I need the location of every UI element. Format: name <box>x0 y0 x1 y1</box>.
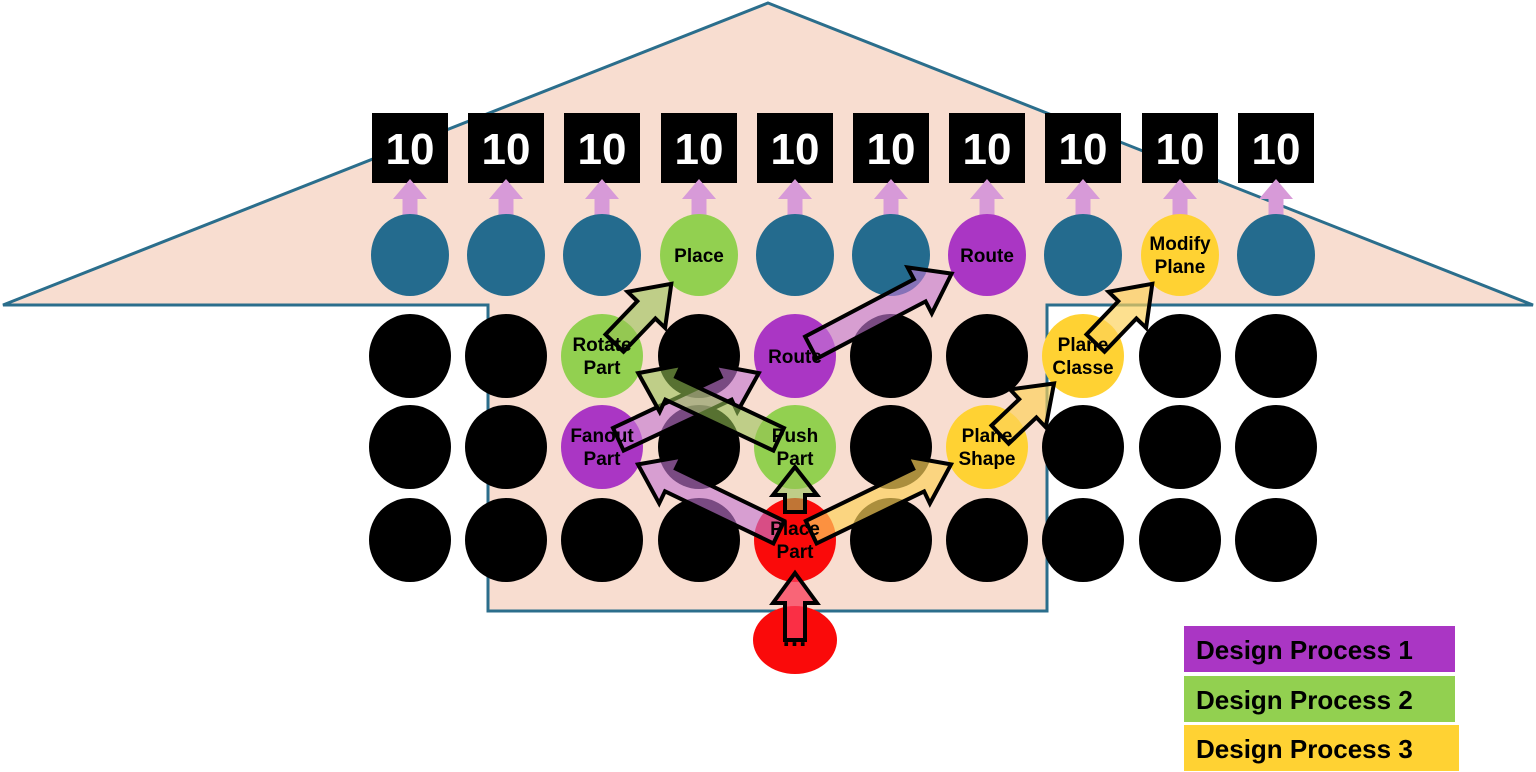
grid-node <box>1235 405 1317 489</box>
output-arrow-icon <box>1066 179 1100 235</box>
output-value: 10 <box>578 125 627 174</box>
output-arrow-icon <box>1259 179 1293 235</box>
arrow-entry-to-place-part <box>769 569 821 642</box>
arrow-push-part-to-rotate-part <box>635 362 787 454</box>
grid-node <box>369 498 451 582</box>
output-box-3 <box>564 113 640 183</box>
grid-node <box>561 498 643 582</box>
grid-node <box>465 314 547 398</box>
output-value: 10 <box>1156 125 1205 174</box>
output-node <box>756 214 834 296</box>
output-node-place <box>660 214 738 296</box>
output-arrow-icon <box>489 179 523 235</box>
legend-swatch-design-process-1 <box>1184 626 1455 672</box>
entry-node-label: ... <box>783 622 808 652</box>
legend-item-label: Design Process 3 <box>1196 734 1413 764</box>
grid-node <box>1139 405 1221 489</box>
output-node <box>1044 214 1122 296</box>
output-value: 10 <box>963 125 1012 174</box>
grid-node <box>465 405 547 489</box>
output-value: 10 <box>1252 125 1301 174</box>
legend-item-label: Design Process 1 <box>1196 635 1413 665</box>
arrow-place-part-to-fanout-part <box>634 453 787 547</box>
grid-node <box>1139 314 1221 398</box>
output-node <box>563 214 641 296</box>
output-value: 10 <box>482 125 531 174</box>
output-squares: 10 10 10 10 10 10 10 10 10 10 <box>372 113 1314 183</box>
grid-node <box>1235 498 1317 582</box>
legend-swatch-design-process-2 <box>1184 676 1455 722</box>
output-node-modify-plane <box>1141 214 1219 296</box>
grid-node <box>946 314 1028 398</box>
output-box-5 <box>757 113 833 183</box>
grid-node <box>369 405 451 489</box>
output-box-1 <box>372 113 448 183</box>
output-node <box>467 214 545 296</box>
legend-swatch-design-process-3 <box>1184 725 1459 771</box>
grid-node <box>1139 498 1221 582</box>
output-value: 10 <box>771 125 820 174</box>
arrow-place-part-to-push-part <box>768 463 822 514</box>
output-arrow-icon <box>1163 179 1197 235</box>
grid-node <box>946 498 1028 582</box>
node-label-route: Route <box>768 347 822 368</box>
arrow-plane-classe-to-out-modify-plane <box>1083 281 1155 355</box>
legend-item-label: Design Process 2 <box>1196 685 1413 715</box>
output-value: 10 <box>867 125 916 174</box>
output-box-2 <box>468 113 544 183</box>
output-box-7 <box>949 113 1025 183</box>
grid-node <box>1042 498 1124 582</box>
legend: Design Process 1 Design Process 2 Design P… <box>1184 626 1459 771</box>
grid-node <box>850 314 932 398</box>
grid-node <box>465 498 547 582</box>
output-arrow-icon <box>585 179 619 235</box>
output-box-4 <box>661 113 737 183</box>
output-box-6 <box>853 113 929 183</box>
output-arrows <box>393 179 1293 235</box>
output-arrow-icon <box>970 179 1004 235</box>
arrow-route-to-out-route <box>802 264 955 362</box>
grid-node <box>369 314 451 398</box>
output-value: 10 <box>1059 125 1108 174</box>
output-node-route <box>948 214 1026 296</box>
output-arrow-icon <box>778 179 812 235</box>
output-arrow-icon <box>682 179 716 235</box>
output-value: 10 <box>386 125 435 174</box>
output-value: 10 <box>675 125 724 174</box>
output-arrow-icon <box>874 179 908 235</box>
output-node <box>1237 214 1315 296</box>
output-box-8 <box>1045 113 1121 183</box>
output-arrow-icon <box>393 179 427 235</box>
output-node-label-route: Route <box>960 246 1014 267</box>
output-box-9 <box>1142 113 1218 183</box>
process-arrows <box>602 264 1155 642</box>
grid-node <box>1235 314 1317 398</box>
arrow-plane-shape-to-plane-classe <box>988 381 1057 447</box>
arrow-rotate-part-to-out-place <box>602 281 674 355</box>
arrow-place-part-to-plane-shape <box>803 454 955 547</box>
grid-node <box>1042 405 1124 489</box>
output-node <box>371 214 449 296</box>
output-node-label-place: Place <box>674 246 724 267</box>
output-box-10 <box>1238 113 1314 183</box>
